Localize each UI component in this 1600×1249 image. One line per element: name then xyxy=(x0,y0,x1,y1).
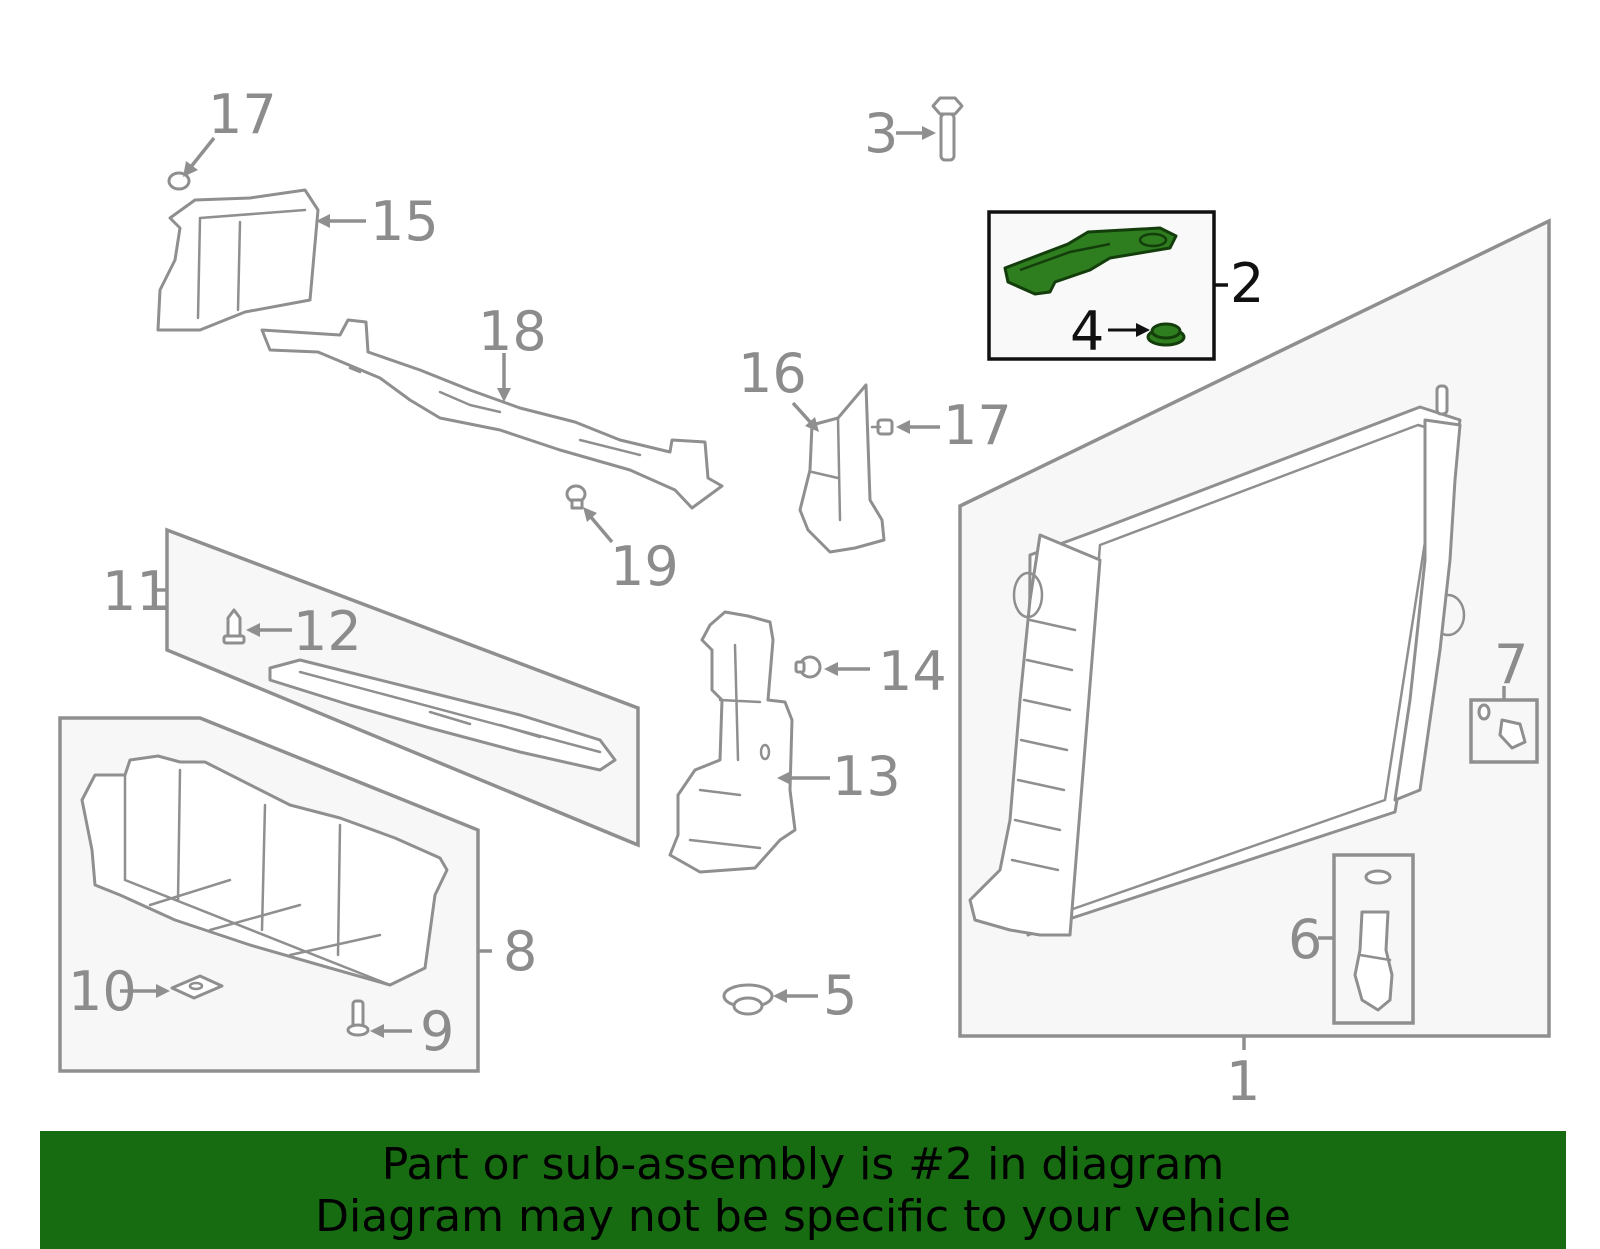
air-guide-part-13[interactable] xyxy=(668,610,830,874)
highlighted-grommet-part-4[interactable] xyxy=(1108,322,1186,347)
callout-12: 12 xyxy=(293,600,362,663)
bolt-part-14[interactable] xyxy=(794,655,870,679)
callout-18: 18 xyxy=(478,300,547,363)
callout-15: 15 xyxy=(370,190,439,253)
clip-part-12[interactable] xyxy=(222,608,292,645)
radiator-part[interactable] xyxy=(968,384,1466,937)
callout-13: 13 xyxy=(832,745,901,808)
grommet-part-5[interactable] xyxy=(722,983,818,1016)
callout-7: 7 xyxy=(1494,633,1528,696)
baffle-part-18[interactable] xyxy=(260,318,724,510)
callout-11: 11 xyxy=(102,560,171,623)
deflector-part-15[interactable] xyxy=(156,136,366,332)
callout-17-upper: 17 xyxy=(208,83,277,146)
banner-line-1: Part or sub-assembly is #2 in diagram xyxy=(381,1139,1225,1190)
bolt-part-3[interactable] xyxy=(896,96,964,162)
drain-valve-part[interactable] xyxy=(1353,869,1394,1012)
callout-8: 8 xyxy=(503,920,537,983)
callout-6: 6 xyxy=(1288,908,1322,971)
callout-5: 5 xyxy=(823,964,857,1027)
lower-shield-part[interactable] xyxy=(268,658,617,772)
nut-part-10[interactable] xyxy=(120,974,224,1000)
highlighted-bracket-part-2[interactable] xyxy=(1003,226,1178,296)
callout-1: 1 xyxy=(1226,1050,1260,1113)
bracket-part-16[interactable] xyxy=(791,383,886,554)
banner-line-2: Diagram may not be specific to your vehi… xyxy=(315,1191,1291,1242)
callout-3: 3 xyxy=(864,102,898,165)
push-pin-part-17[interactable] xyxy=(870,418,940,436)
callout-4: 4 xyxy=(1070,300,1104,363)
callout-10: 10 xyxy=(68,960,137,1023)
callout-labels: 1 2 3 4 5 6 7 8 9 10 11 12 13 14 15 16 1… xyxy=(68,83,1528,1113)
screw-part-9[interactable] xyxy=(346,999,412,1038)
callout-16: 16 xyxy=(738,342,807,405)
lower-deflector-part[interactable] xyxy=(80,754,449,987)
callout-17-right: 17 xyxy=(943,394,1012,457)
sensor-part[interactable] xyxy=(1477,703,1527,750)
callout-2: 2 xyxy=(1230,252,1264,315)
callout-19: 19 xyxy=(610,535,679,598)
callout-9: 9 xyxy=(420,1000,454,1063)
callout-14: 14 xyxy=(878,640,947,703)
info-banner: Part or sub-assembly is #2 in diagram Di… xyxy=(40,1131,1566,1249)
clip-part-19[interactable] xyxy=(565,484,614,544)
